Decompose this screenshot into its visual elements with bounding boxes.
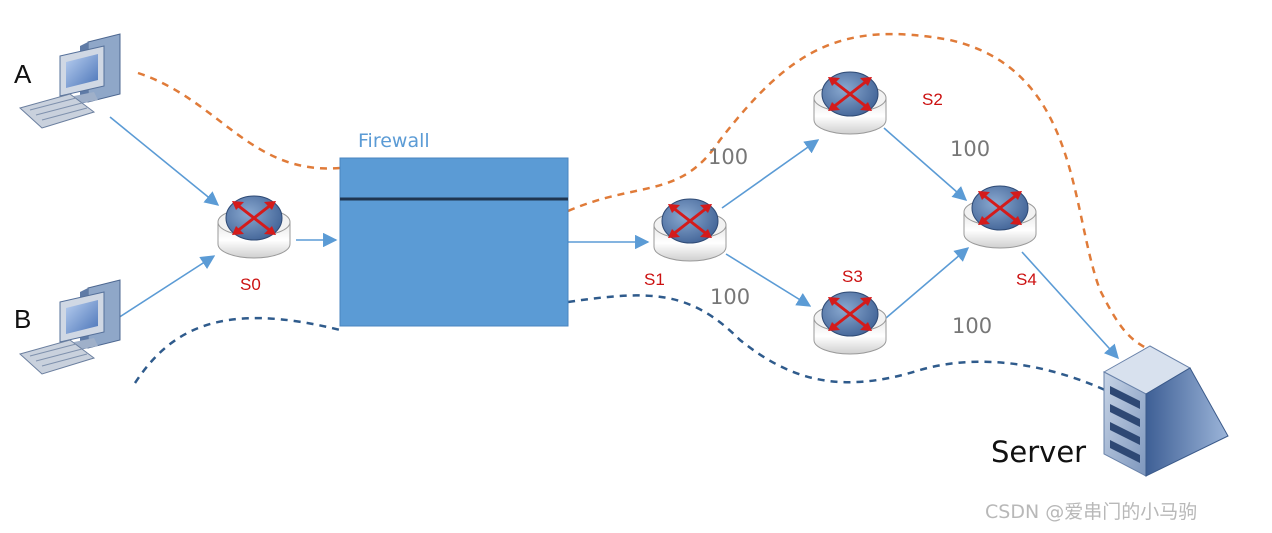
host-a-label: A (14, 59, 32, 89)
path-a-dashed (137, 32, 1151, 352)
cost-s1-s2: 100 (708, 145, 748, 169)
router-s4-icon (962, 184, 1038, 250)
router-s2-label: S2 (922, 90, 943, 109)
link-s1-s2 (721, 139, 820, 209)
link-s2-s4 (883, 127, 968, 201)
server-label: Server (991, 435, 1086, 469)
link-s3-s4 (885, 247, 970, 319)
router-s1-icon (652, 197, 728, 263)
link-s1-s3 (725, 253, 812, 307)
firewall-label: Firewall (358, 130, 430, 152)
cost-s1-s3: 100 (710, 285, 750, 309)
router-s0-label: S0 (240, 275, 261, 294)
watermark: CSDN @爱串门的小马驹 (985, 501, 1197, 523)
link-a-s0 (109, 116, 220, 206)
link-s4-server (1021, 251, 1119, 360)
host-b-label: B (14, 304, 31, 334)
host-a-workstation-icon (19, 33, 121, 129)
server-icon (1102, 345, 1229, 477)
router-s0-icon (216, 194, 292, 260)
firewall (339, 157, 569, 327)
router-s1-label: S1 (644, 270, 665, 289)
cost-s2-s4: 100 (950, 137, 990, 161)
router-s3-icon (812, 290, 888, 356)
router-s3-label: S3 (842, 267, 863, 286)
host-b-workstation-icon (19, 279, 121, 375)
router-s4-label: S4 (1016, 270, 1037, 289)
path-b-dashed (133, 294, 1106, 392)
cost-s3-s4: 100 (952, 314, 992, 338)
router-s2-icon (812, 70, 888, 136)
link-b-s0 (117, 255, 216, 319)
